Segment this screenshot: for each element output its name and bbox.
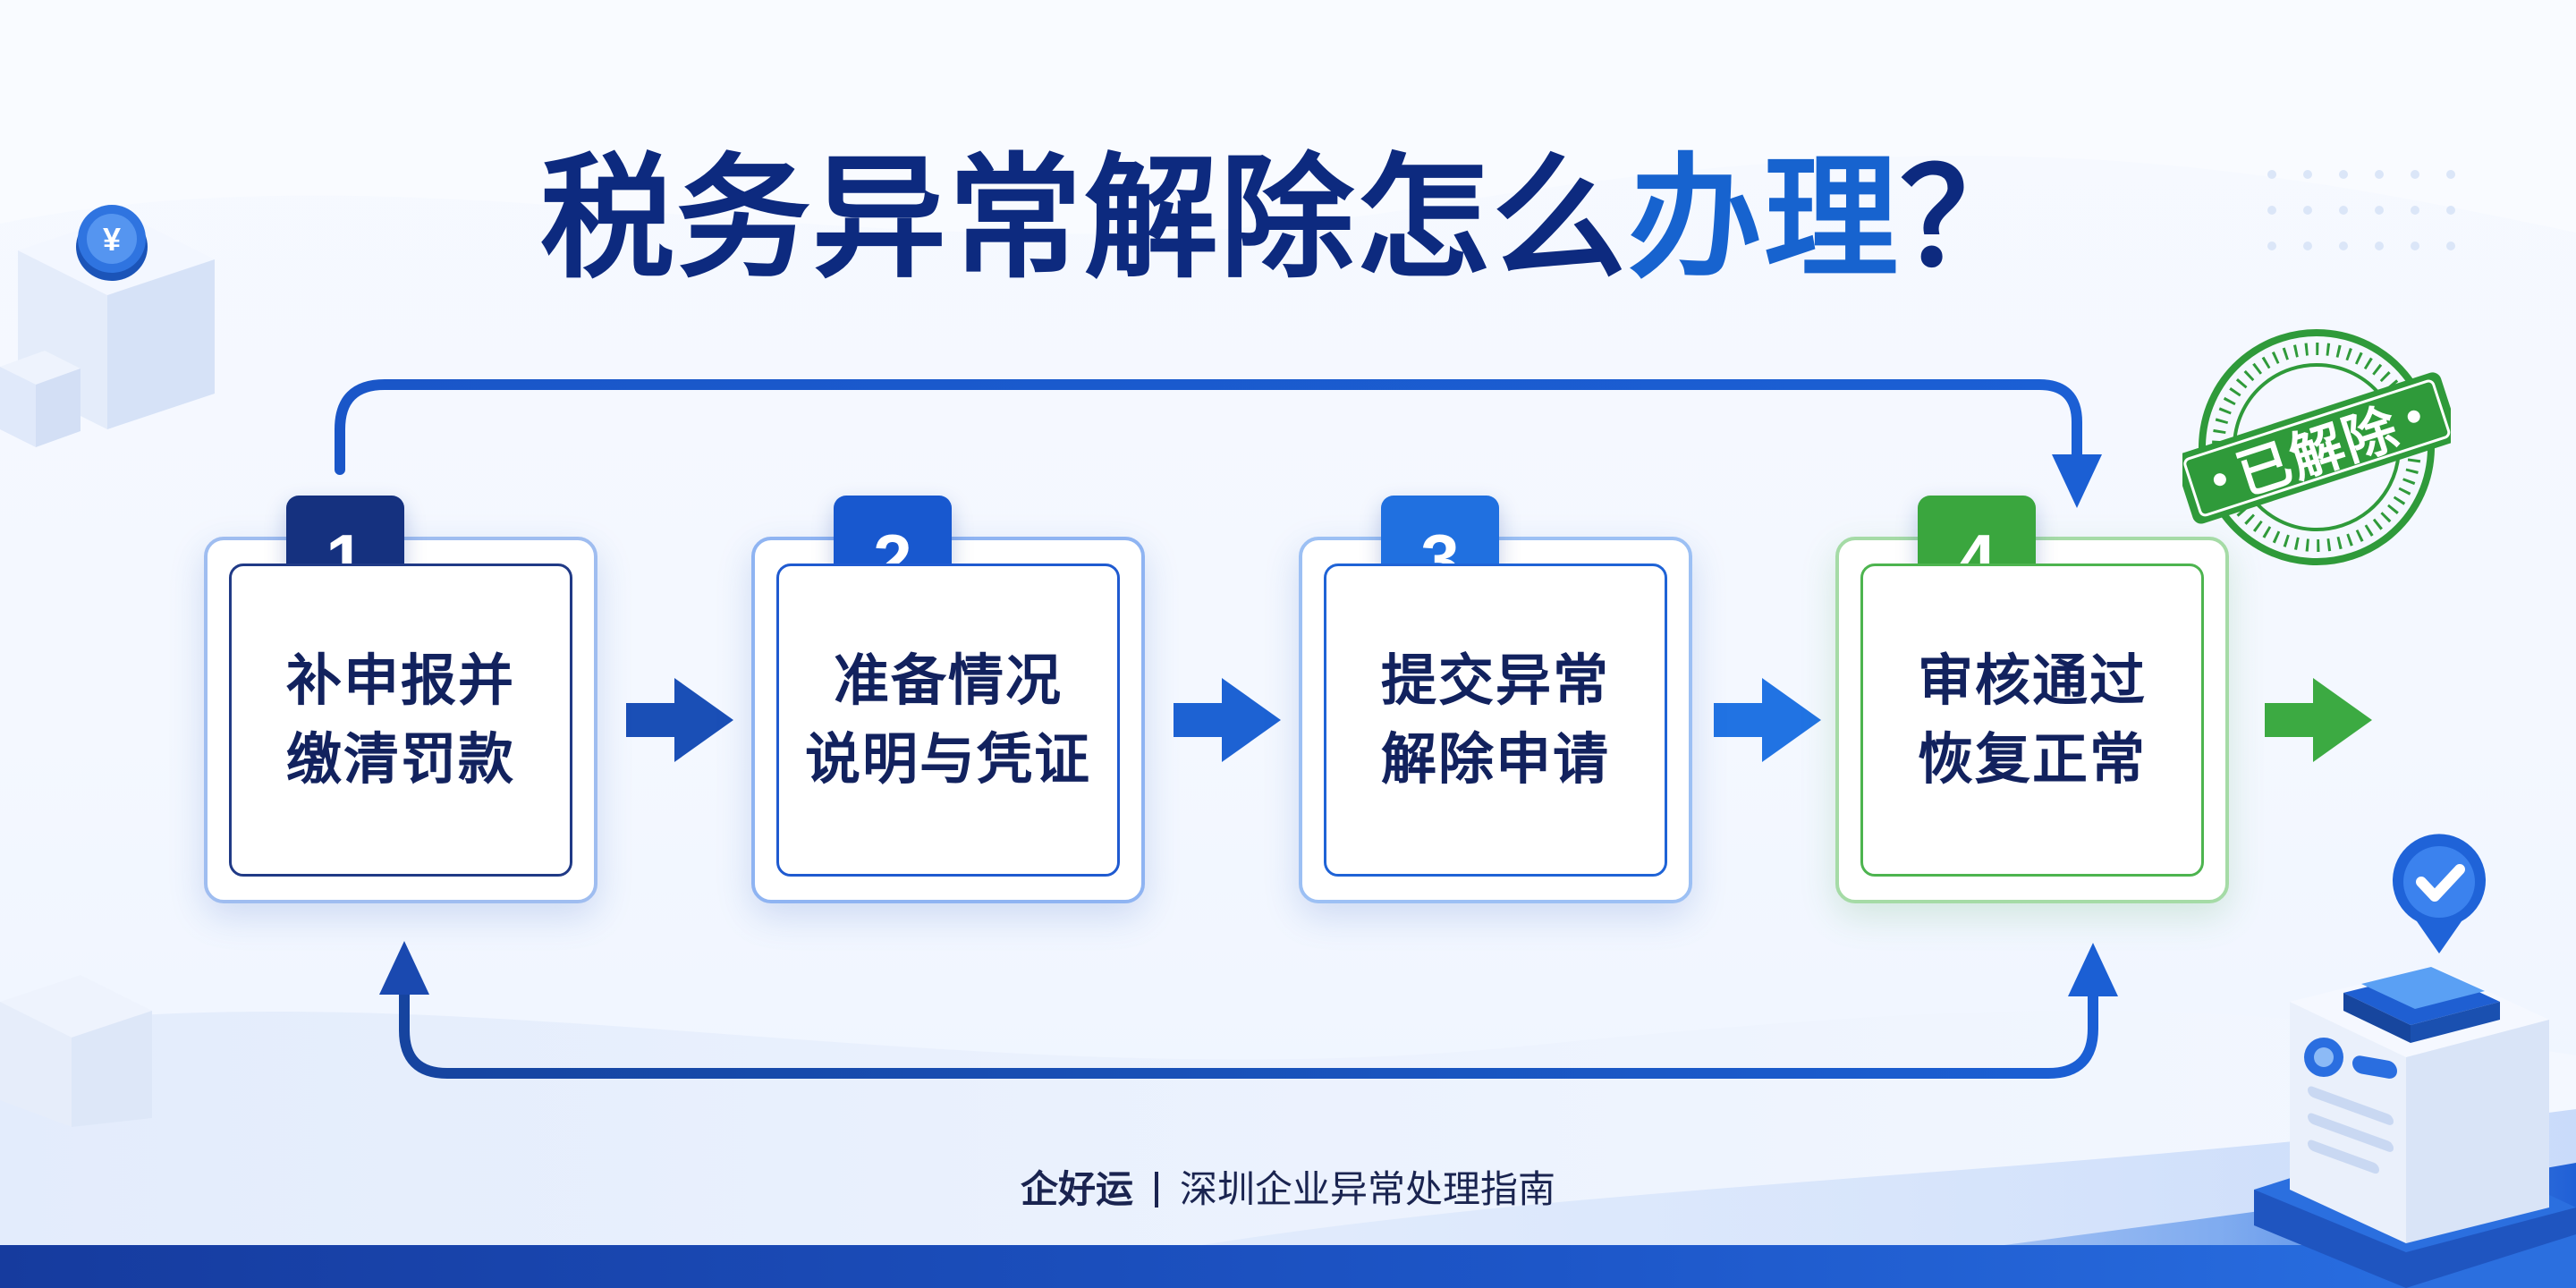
yuan-coin-icon: ¥ <box>76 205 148 281</box>
step-card-1: 1 补申报并 缴清罚款 <box>204 496 597 903</box>
step-text-line: 准备情况 <box>833 648 1063 713</box>
footer-subtitle: 深圳企业异常处理指南 <box>1180 1167 1556 1211</box>
cube-decoration-left <box>0 215 215 447</box>
step-arrow-1 <box>626 678 733 762</box>
step-text-line: 缴清罚款 <box>285 726 515 792</box>
title-question-mark: ？ <box>1900 141 2037 297</box>
loop-arrow-bottom <box>399 986 2098 1079</box>
page-title: 税务异常解除怎么办理？ <box>0 134 2576 304</box>
approval-stamp-icon <box>2182 329 2451 565</box>
step-card-4: 4 审核通过 恢复正常 <box>1835 496 2229 903</box>
step-arrow-4 <box>2265 678 2372 762</box>
title-highlight: 办理 <box>1627 141 1900 297</box>
step-text-line: 提交异常 <box>1380 648 1610 713</box>
step-text-line: 审核通过 <box>1917 648 2147 713</box>
footer-brand: 企好运 <box>1020 1167 1133 1211</box>
step-card-3: 3 提交异常 解除申请 <box>1299 496 1692 903</box>
document-server-icon <box>2254 966 2576 1288</box>
loop-arrow-top-head <box>2052 454 2102 508</box>
svg-text:¥: ¥ <box>103 221 121 258</box>
loop-arrow-top <box>335 379 2082 475</box>
approval-stamp: 已解除 <box>2182 313 2451 581</box>
step-arrow-2 <box>1174 678 1281 762</box>
step-text-line: 恢复正常 <box>1917 726 2147 792</box>
step-text-line: 补申报并 <box>285 648 515 713</box>
loop-arrow-bottom-head-right <box>2068 943 2118 996</box>
cube-decoration-bottom-left <box>0 975 152 1127</box>
step-card-content: 提交异常 解除申请 <box>1324 564 1667 877</box>
step-text-line: 解除申请 <box>1380 726 1610 792</box>
step-card-content: 审核通过 恢复正常 <box>1860 564 2204 877</box>
footer: 企好运 深圳企业异常处理指南 <box>0 1163 2576 1216</box>
loop-arrow-bottom-head-left <box>379 941 429 995</box>
step-text-line: 说明与凭证 <box>804 726 1091 792</box>
check-pin-icon <box>2393 834 2486 953</box>
bottom-bar <box>0 1245 2576 1288</box>
footer-divider <box>1155 1172 1158 1208</box>
step-arrow-3 <box>1714 678 1821 762</box>
step-card-2: 2 准备情况 说明与凭证 <box>751 496 1145 903</box>
step-card-content: 补申报并 缴清罚款 <box>229 564 572 877</box>
step-card-content: 准备情况 说明与凭证 <box>776 564 1120 877</box>
title-main: 税务异常解除怎么 <box>539 141 1628 297</box>
